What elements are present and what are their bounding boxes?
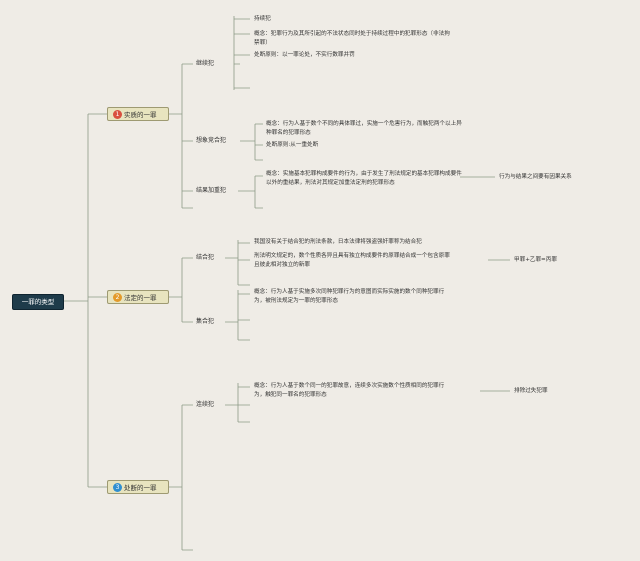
leaf-xiangxiang-2: 种罪名的犯罪形态	[266, 130, 311, 136]
leaf-xiangxiang-3[interactable]: 处断原则:从一重处断	[266, 142, 319, 148]
connector-root-branches	[62, 113, 107, 488]
root-node[interactable]: 一罪的类型	[12, 294, 64, 310]
topic-jieguo-jiazhongfan[interactable]: 结果加重犯	[196, 187, 227, 194]
connector-branch-2	[169, 257, 193, 323]
leaf-jihefan-2: 为，被刑法规定为一罪的犯罪形态	[254, 298, 338, 304]
branch-1-label: 实质的一罪	[124, 111, 157, 119]
connector-branch-1	[169, 63, 193, 209]
connector-jixufan	[233, 16, 250, 90]
note-jieguo[interactable]: 行为与结果之间要有因果关系	[499, 174, 572, 180]
connector-lianxufan	[225, 383, 510, 423]
connector-branch-3	[169, 404, 193, 551]
number-badge-2: 2	[113, 292, 122, 302]
leaf-jixufan-1[interactable]: 持续犯	[254, 16, 271, 22]
leaf-jixufan-3: 禁罪）	[254, 40, 271, 46]
leaf-jixufan-2[interactable]: 概念：犯罪行为及其所引起的不法状态同时处于持续过程中的犯罪形态（非法拘	[254, 31, 450, 37]
leaf-jiehefan-1[interactable]: 我国没有关于结合犯的刑法条款，日本法律将强盗强奸罪称为结合犯	[254, 239, 422, 245]
connector-jihefan	[225, 290, 250, 341]
leaf-lianxufan-1[interactable]: 概念：行为人基于数个同一的犯罪故意，连续多次实施数个性质相同的犯罪行	[254, 383, 445, 389]
branch-2-label: 法定的一罪	[124, 294, 157, 302]
topic-lianxufan[interactable]: 连续犯	[196, 401, 215, 408]
leaf-jixufan-4[interactable]: 处断原则：以一罪论处，不实行数罪并罚	[254, 52, 355, 58]
branch-3-label: 处断的一罪	[124, 484, 157, 492]
connector-jiehefan	[225, 240, 510, 286]
leaf-lianxufan-2: 为，触犯同一罪名的犯罪形态	[254, 392, 327, 398]
connector-xiangxiang	[240, 123, 263, 161]
topic-jixufan[interactable]: 继续犯	[196, 60, 215, 67]
leaf-xiangxiang-1[interactable]: 概念：行为人基于数个不同的具体罪过，实施一个危害行为，而触犯两个以上异	[266, 121, 462, 127]
leaf-jieguo-1[interactable]: 概念：实施基本犯罪构成要件的行为，由于发生了刑法规定的基本犯罪构成要件	[266, 171, 462, 177]
number-badge-1: 1	[113, 109, 122, 119]
leaf-jihefan-1[interactable]: 概念：行为人基于实施多次同种犯罪行为的意图而实际实施的数个同种犯罪行	[254, 289, 445, 295]
note-lianxufan[interactable]: 排除过失犯罪	[514, 388, 548, 394]
leaf-jiehefan-2[interactable]: 刑法明文规定的，数个性质各异且具有独立构成要件的原罪结合成一个包含原罪	[254, 253, 450, 259]
topic-xiangxiang-jinghefan[interactable]: 想象竞合犯	[196, 137, 227, 144]
topic-jiehefan[interactable]: 结合犯	[196, 254, 215, 261]
number-badge-3: 3	[113, 482, 122, 492]
leaf-jiehefan-3: 且彼此相对独立的新罪	[254, 262, 310, 268]
leaf-jieguo-2: 以外的重结果，刑法对其规定加重法定刑的犯罪形态	[266, 180, 395, 186]
topic-jihefan[interactable]: 集合犯	[196, 318, 215, 325]
note-jiehefan[interactable]: 甲罪+乙罪=丙罪	[514, 257, 557, 263]
connector-jieguo	[238, 175, 495, 209]
